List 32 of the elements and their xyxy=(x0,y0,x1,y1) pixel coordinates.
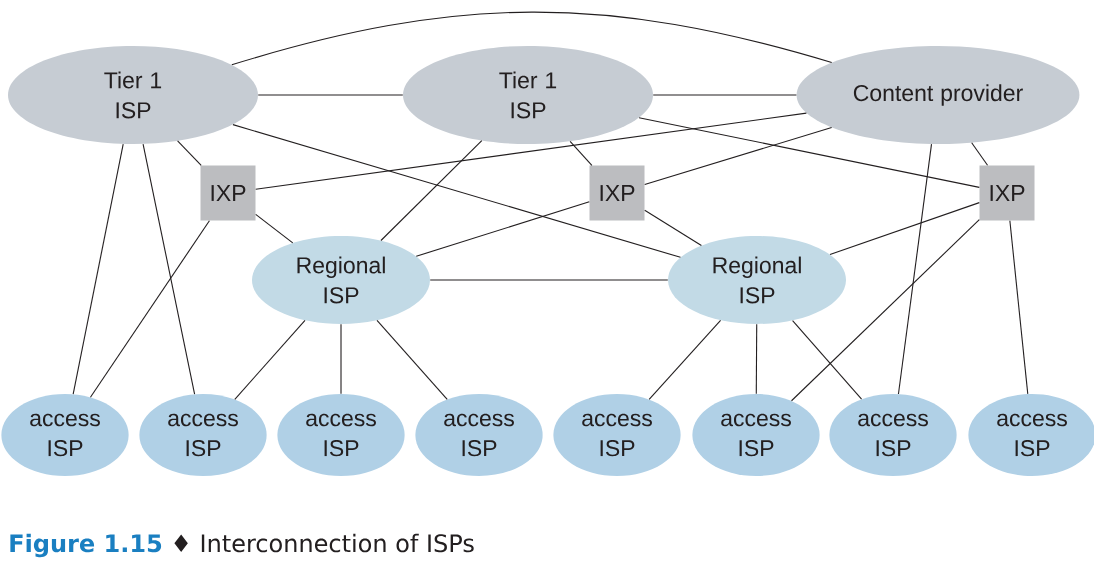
connection-line xyxy=(897,143,933,395)
ixp-box: IXP xyxy=(589,165,645,221)
connection-line xyxy=(971,142,989,166)
connection-line xyxy=(177,140,202,166)
connection-line xyxy=(89,220,210,398)
connection-line xyxy=(255,213,294,244)
connection-line xyxy=(829,202,980,256)
connection-line xyxy=(376,319,448,400)
connection-line xyxy=(569,140,593,166)
connection-line xyxy=(234,319,306,400)
connection-line xyxy=(380,140,483,242)
connection-line xyxy=(232,124,681,258)
ixp-box: IXP xyxy=(200,165,256,221)
connection-line xyxy=(231,11,833,66)
connection-line xyxy=(638,117,980,188)
connection-line xyxy=(429,279,669,281)
ixp-box: IXP xyxy=(979,165,1035,221)
connection-line xyxy=(644,209,702,246)
connection-line xyxy=(142,143,196,395)
connection-line xyxy=(644,126,833,186)
connection-line xyxy=(755,323,758,395)
connection-line xyxy=(257,94,404,96)
connection-line xyxy=(415,201,590,257)
connection-line xyxy=(792,320,863,400)
connection-line xyxy=(340,323,342,395)
connection-line xyxy=(648,319,722,400)
connection-line xyxy=(652,94,797,96)
connection-line xyxy=(72,143,124,395)
connection-line xyxy=(790,219,980,402)
connection-line xyxy=(1009,220,1029,395)
figure-caption: Figure 1.15 ♦ Interconnection of ISPs xyxy=(10,533,474,558)
connection-line xyxy=(255,112,807,190)
